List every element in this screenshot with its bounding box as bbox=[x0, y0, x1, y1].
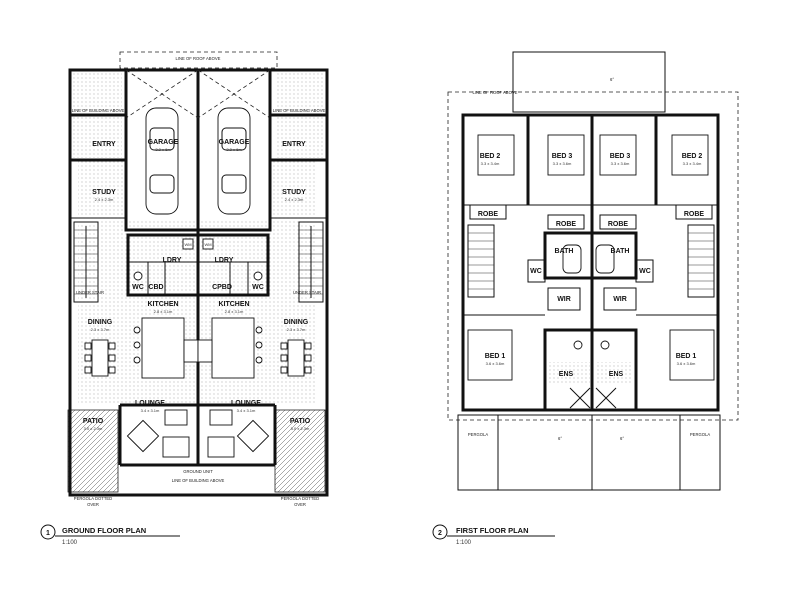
entry-left-label: ENTRY bbox=[92, 141, 116, 148]
ldry-right-label: LDRY bbox=[215, 257, 234, 264]
drawing-number-circle bbox=[40, 524, 56, 540]
lounge-left-label: LOUNGE bbox=[135, 400, 165, 407]
dining-right-label: DINING bbox=[284, 319, 309, 326]
bed3-right-dim: 3.3 x 3.6m bbox=[611, 161, 630, 166]
lounge-right-dim: 3.4 x 3.1m bbox=[237, 408, 256, 413]
kitchen-right-label: KITCHEN bbox=[218, 301, 249, 308]
pergola-right-2: OVER bbox=[294, 502, 306, 507]
bed2-left-dim: 3.3 x 3.4m bbox=[481, 161, 500, 166]
bed2-left-label: BED 2 bbox=[480, 153, 501, 160]
entry-right-label: ENTRY bbox=[282, 141, 306, 148]
dining-left-dim: 2.3 x 3.7m bbox=[91, 327, 110, 332]
first-plan-title: FIRST FLOOR PLAN bbox=[456, 526, 529, 535]
bed2-right-label: BED 2 bbox=[682, 153, 703, 160]
lounge-left-dim: 3.4 x 3.1m bbox=[141, 408, 160, 413]
bed1-right-label: BED 1 bbox=[676, 353, 697, 360]
ff-arrow-left: 6° bbox=[558, 436, 562, 441]
bed2-right-dim: 3.3 x 3.4m bbox=[683, 161, 702, 166]
patio-left-dim: 3.0 x 2.3m bbox=[84, 426, 103, 431]
stair-left-icon bbox=[73, 221, 99, 303]
first-drawing-number: 2 bbox=[438, 530, 442, 537]
bldg-above-bottom: LINE OF BUILDING ABOVE bbox=[172, 478, 225, 483]
ff-roof-above-label: LINE OF ROOF ABOVE bbox=[473, 90, 518, 95]
pergola-right: PERGOLA DOTTED bbox=[281, 496, 319, 501]
bed1-right-dim: 3.6 x 3.6m bbox=[677, 361, 696, 366]
wir-left-label: WIR bbox=[557, 296, 571, 303]
ground-unit-label: GROUND UNIT bbox=[183, 469, 213, 474]
ff-drawing-number-circle bbox=[432, 524, 448, 540]
garage-right-label: GARAGE bbox=[219, 139, 250, 146]
wc-left-ff-label: WC bbox=[530, 268, 542, 275]
wc-right-ff-label: WC bbox=[639, 268, 651, 275]
bed1-left-dim: 3.6 x 3.6m bbox=[486, 361, 505, 366]
wc-right-label: WC bbox=[252, 284, 264, 291]
stair-right-icon bbox=[298, 221, 324, 303]
robe-4-label: ROBE bbox=[684, 211, 705, 218]
kitchen-right-dim: 2.8 x 3.1m bbox=[225, 309, 244, 314]
patio-right-dim: 3.0 x 2.3m bbox=[291, 426, 310, 431]
ground-plan-title: GROUND FLOOR PLAN bbox=[62, 526, 146, 535]
dining-right-dim: 2.3 x 3.7m bbox=[287, 327, 306, 332]
bed3-left-label: BED 3 bbox=[552, 153, 573, 160]
ens-left-label: ENS bbox=[559, 371, 574, 378]
robe-2-label: ROBE bbox=[556, 221, 577, 228]
bed3-right-label: BED 3 bbox=[610, 153, 631, 160]
pergola-left-ff: PERGOLA bbox=[468, 432, 488, 437]
wc-left-label: WC bbox=[132, 284, 144, 291]
patio-left-label: PATIO bbox=[83, 418, 104, 425]
dining-table-right-icon bbox=[280, 339, 312, 377]
pergola-left-2: OVER bbox=[87, 502, 99, 507]
first-plan-scale: 1:100 bbox=[456, 540, 472, 546]
study-right-label: STUDY bbox=[282, 189, 306, 196]
lounge-right-label: LOUNGE bbox=[231, 400, 261, 407]
first-floor-plan: LINE OF ROOF ABOVE 6° BED 2 3.3 x 3.4m B… bbox=[432, 51, 739, 546]
sofa-right-icon bbox=[207, 409, 270, 458]
dining-table-left-icon bbox=[84, 339, 116, 377]
ens-right-label: ENS bbox=[609, 371, 624, 378]
ff-arrow-right: 6° bbox=[620, 436, 624, 441]
study-left-label: STUDY bbox=[92, 189, 116, 196]
bldg-above-left: LINE OF BUILDING ABOVE bbox=[72, 108, 125, 113]
garage-right-dim: 3.2 x 6m bbox=[226, 147, 242, 152]
bed3-left-dim: 3.3 x 3.6m bbox=[553, 161, 572, 166]
wir-right-label: WIR bbox=[613, 296, 627, 303]
patio-right-label: PATIO bbox=[290, 418, 311, 425]
kitchen-left-label: KITCHEN bbox=[147, 301, 178, 308]
wm-right: WM bbox=[204, 242, 211, 247]
bath-left-label: BATH bbox=[555, 248, 574, 255]
cpbd-right-label: CPBD bbox=[212, 284, 232, 291]
wm-left: WM bbox=[184, 242, 191, 247]
roof-above-label: LINE OF ROOF ABOVE bbox=[176, 56, 221, 61]
bldg-above-right: LINE OF BUILDING ABOVE bbox=[273, 108, 326, 113]
robe-3-label: ROBE bbox=[608, 221, 629, 228]
study-right-dim: 2.4 x 2.3m bbox=[285, 197, 304, 202]
pergola-right-ff: PERGOLA bbox=[690, 432, 710, 437]
ground-drawing-number: 1 bbox=[46, 530, 50, 537]
garage-left-dim: 3.2 x 6m bbox=[155, 147, 171, 152]
dining-left-label: DINING bbox=[88, 319, 113, 326]
bath-right-label: BATH bbox=[611, 248, 630, 255]
robe-1-label: ROBE bbox=[478, 211, 499, 218]
kitchen-left-dim: 2.8 x 3.1m bbox=[154, 309, 173, 314]
ground-plan-scale: 1:100 bbox=[62, 540, 78, 546]
study-left-dim: 2.4 x 2.3m bbox=[95, 197, 114, 202]
under-stair-right: UNDER STAIR bbox=[293, 290, 321, 295]
pergola-left: PERGOLA DOTTED bbox=[74, 496, 112, 501]
bed1-left-label: BED 1 bbox=[485, 353, 506, 360]
ff-arrow-top: 6° bbox=[610, 77, 614, 82]
car-right-icon bbox=[217, 107, 251, 215]
ff-stair-left-icon bbox=[467, 224, 495, 298]
garage-left-label: GARAGE bbox=[148, 139, 179, 146]
ff-stair-right-icon bbox=[687, 224, 715, 298]
ldry-left-label: LDRY bbox=[163, 257, 182, 264]
car-left-icon bbox=[145, 107, 179, 215]
cbd-left-label: CBD bbox=[148, 284, 163, 291]
sofa-left-icon bbox=[126, 409, 190, 458]
ground-floor-plan: LINE OF ROOF ABOVE GARAGE 3.2 x bbox=[40, 51, 329, 546]
under-stair-left: UNDER STAIR bbox=[76, 290, 104, 295]
